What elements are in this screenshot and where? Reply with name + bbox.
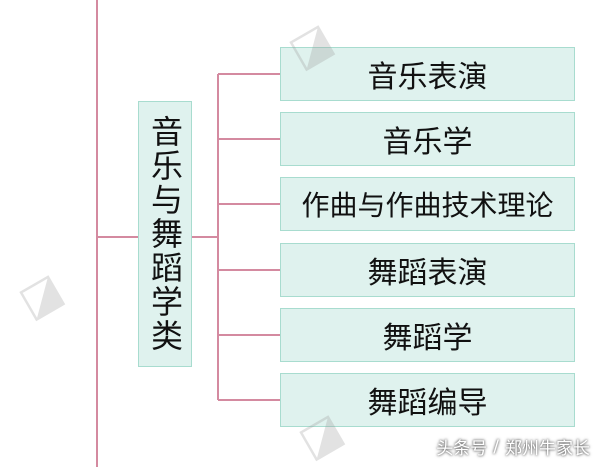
footer-separator: / — [493, 436, 499, 457]
footer-source: 头条号 — [436, 439, 488, 459]
major-box-musicology: 音乐学 — [280, 112, 575, 166]
major-label: 作曲与作曲技术理论 — [301, 189, 554, 222]
category-label: 音乐与舞蹈学类 — [146, 115, 184, 353]
footer-author: 郑州牛家长 — [505, 439, 590, 459]
major-label: 音乐学 — [382, 125, 473, 160]
major-box-choreography: 舞蹈编导 — [280, 373, 575, 427]
major-box-music-performance: 音乐表演 — [280, 47, 575, 101]
category-box: 音乐与舞蹈学类 — [138, 101, 192, 367]
major-label: 音乐表演 — [367, 60, 488, 95]
major-label: 舞蹈编导 — [367, 386, 488, 421]
major-label: 舞蹈表演 — [367, 256, 488, 291]
source-footer: 头条号 / 郑州牛家长 — [436, 434, 590, 460]
major-box-dance-performance: 舞蹈表演 — [280, 243, 575, 297]
major-box-composition: 作曲与作曲技术理论 — [280, 177, 575, 231]
major-box-dance-studies: 舞蹈学 — [280, 308, 575, 362]
major-label: 舞蹈学 — [382, 321, 473, 356]
